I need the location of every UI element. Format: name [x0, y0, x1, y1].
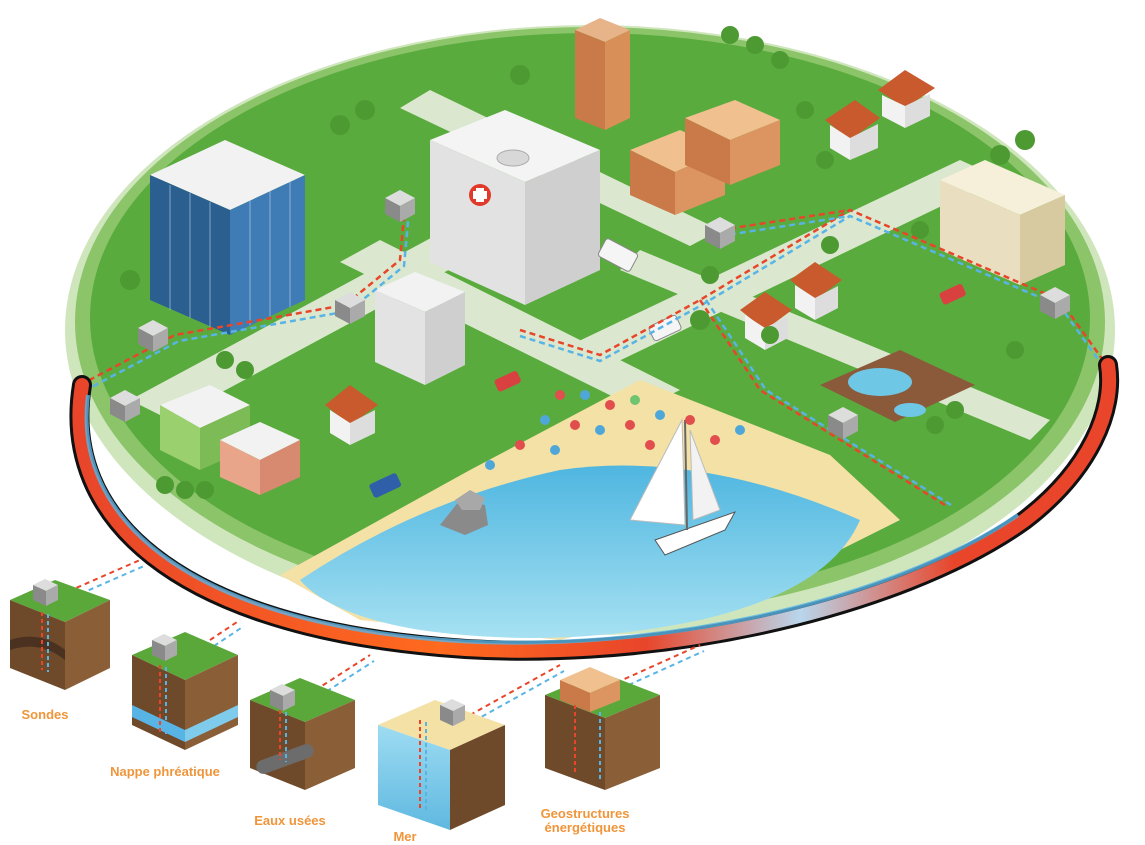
borehole-probe-icon	[33, 579, 58, 606]
groundwater-icon	[152, 634, 177, 661]
sailboat	[629, 418, 737, 556]
blue-car	[369, 473, 401, 498]
energy-pile-icon	[560, 667, 620, 712]
trees	[120, 26, 1035, 499]
eaux-block	[250, 678, 355, 790]
red-car-2	[939, 284, 966, 305]
shops	[160, 385, 300, 495]
label-sondes: Sondes	[21, 707, 69, 722]
heat-pump-icon	[385, 190, 415, 222]
houses	[325, 70, 935, 445]
swimming-pool	[820, 350, 975, 422]
heat-pump-icon	[138, 320, 168, 352]
heat-pump-icon	[705, 217, 735, 249]
nappe-block	[132, 632, 238, 750]
label-nappe-phreatique: Nappe phréatique	[110, 764, 220, 779]
low-apartments	[630, 100, 780, 215]
villa	[375, 272, 465, 385]
heat-pump-icon	[335, 292, 365, 324]
office-tower	[150, 140, 305, 335]
beach-umbrellas	[485, 390, 745, 470]
city-disc	[65, 25, 1115, 635]
geo-block	[545, 667, 660, 790]
heat-pump-units	[110, 190, 1070, 439]
label-geostructures: Geostructures énergétiques	[530, 807, 640, 835]
label-geostructures-line1: Geostructures	[540, 806, 630, 821]
label-geostructures-line2: énergétiques	[544, 820, 626, 835]
ambulance	[597, 238, 639, 272]
heat-pump-icon	[110, 390, 140, 422]
red-car	[494, 371, 521, 392]
label-eaux-usees: Eaux usées	[254, 813, 326, 828]
heat-pump-icon	[1040, 287, 1070, 319]
vehicles	[369, 238, 966, 498]
mer-block	[378, 699, 505, 830]
wastewater-pipe-icon	[270, 684, 295, 711]
sea-water-icon	[440, 699, 465, 726]
heat-pump-icon	[828, 407, 858, 439]
energy-loop-pipe	[69, 355, 1120, 661]
apartment-building	[575, 18, 630, 130]
label-mer: Mer	[393, 829, 417, 844]
hospital	[430, 110, 600, 305]
rocks	[440, 490, 488, 535]
sondes-block	[10, 579, 110, 690]
city-hall	[940, 160, 1065, 285]
